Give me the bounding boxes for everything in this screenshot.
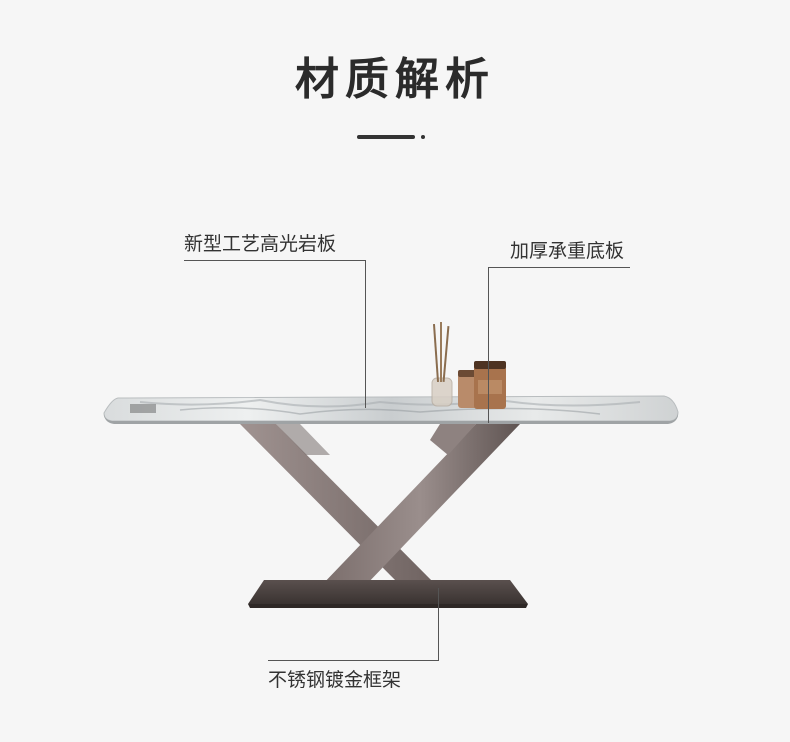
callout-3-leader: [438, 588, 439, 660]
callout-label-steel-frame: 不锈钢镀金框架: [268, 669, 402, 691]
callout-label-base-plate: 加厚承重底板: [510, 240, 625, 262]
tabletop-decor: [431, 322, 506, 409]
page-title: 材质解析: [295, 54, 495, 105]
callout-1-underline: [184, 260, 366, 261]
callout-label-stone-top: 新型工艺高光岩板: [184, 233, 337, 255]
callout-2-underline: [488, 267, 630, 268]
x-frame: [240, 424, 520, 587]
divider-dot: [421, 135, 425, 139]
table-top: [103, 395, 679, 424]
callout-1-leader: [365, 260, 366, 408]
base-plate: [248, 580, 528, 608]
callout-3-underline: [268, 660, 439, 661]
callout-2-leader: [488, 267, 489, 423]
divider-bar: [357, 135, 415, 139]
